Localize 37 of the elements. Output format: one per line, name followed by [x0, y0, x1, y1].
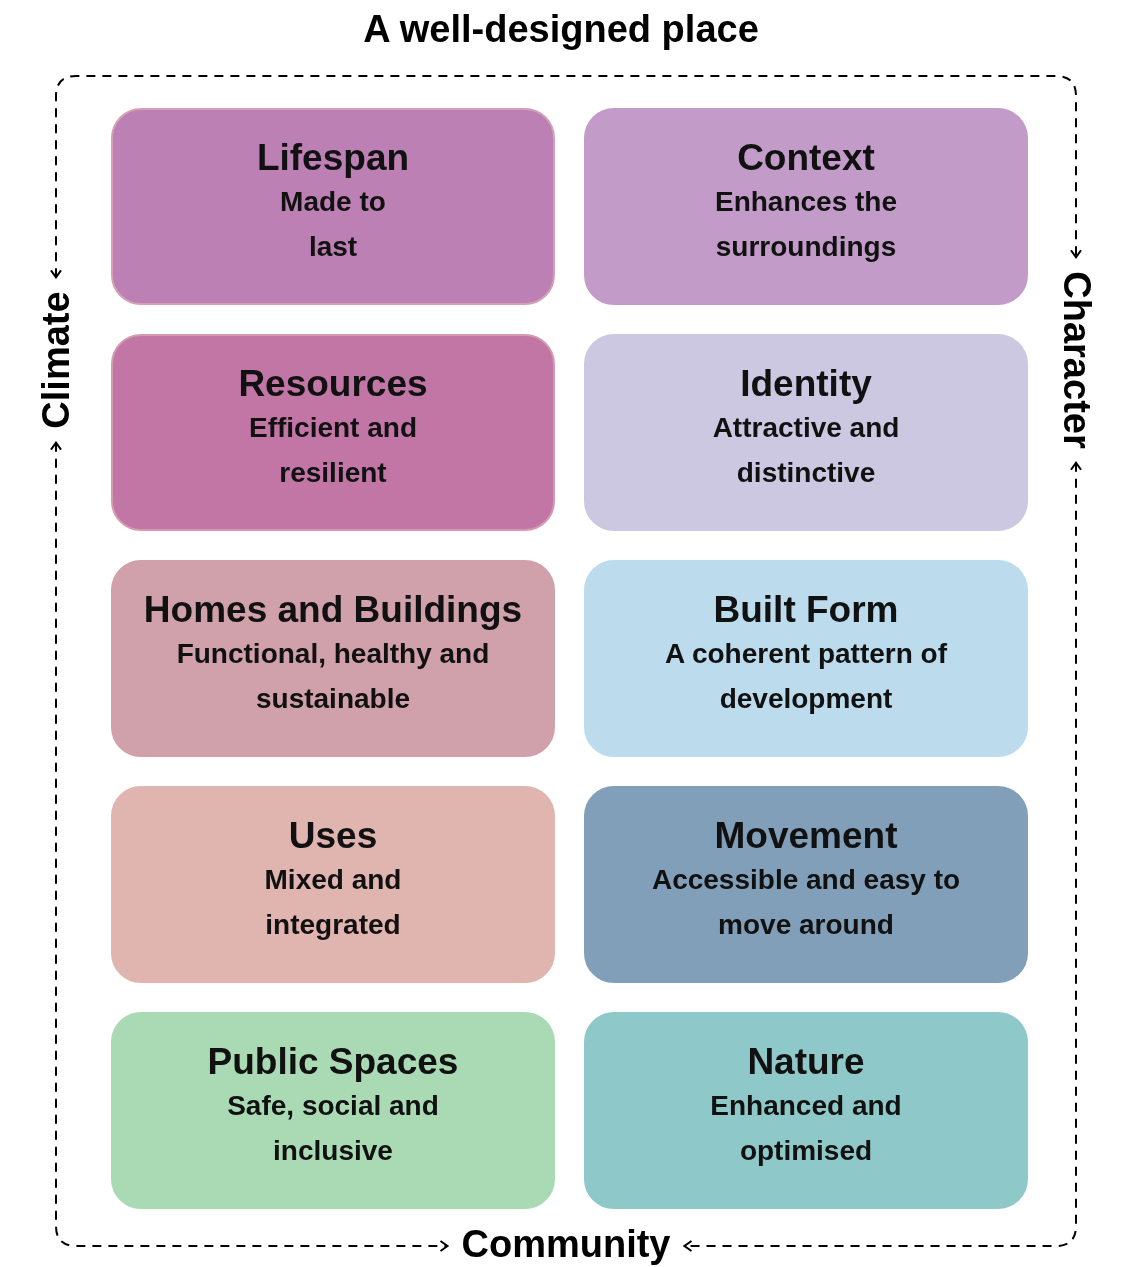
card-description: A coherent pattern of development	[663, 636, 949, 716]
card-heading: Lifespan	[256, 135, 410, 180]
card-description: Enhanced and optimised	[709, 1088, 903, 1168]
principle-card	[111, 1012, 555, 1209]
card-heading: Movement	[714, 813, 898, 858]
card-description: Enhances the surroundings	[713, 184, 899, 264]
principle-card	[111, 560, 555, 757]
principle-card	[584, 786, 1028, 983]
principle-card	[111, 334, 555, 531]
side-label: Climate	[34, 291, 78, 429]
dashed-arrow	[50, 75, 1082, 279]
card-description: Attractive and distinctive	[711, 410, 901, 490]
card-heading: Uses	[288, 813, 378, 858]
card-description: Efficient and resilient	[248, 410, 418, 490]
card-heading: Context	[737, 135, 875, 180]
principle-card	[111, 786, 555, 983]
principle-card	[584, 560, 1028, 757]
card-heading: Resources	[238, 361, 428, 406]
card-heading: Nature	[747, 1039, 865, 1084]
card-heading: Identity	[740, 361, 872, 406]
dashed-arrow	[683, 461, 1082, 1252]
principle-card	[111, 108, 555, 305]
card-description: Functional, healthy and sustainable	[175, 636, 491, 716]
dashed-arrow	[50, 441, 449, 1252]
card-heading: Homes and Buildings	[143, 587, 523, 632]
principle-card	[584, 334, 1028, 531]
card-description: Safe, social and inclusive	[226, 1088, 440, 1168]
card-description: Accessible and easy to move around	[650, 862, 962, 942]
side-label: Community	[461, 1222, 671, 1266]
diagram-title: A well-designed place	[363, 8, 759, 51]
card-description: Made to last	[279, 184, 387, 264]
card-description: Mixed and integrated	[263, 862, 403, 942]
side-label: Character	[1054, 271, 1098, 449]
principle-card	[584, 1012, 1028, 1209]
card-heading: Built Form	[713, 587, 899, 632]
principle-card	[584, 108, 1028, 305]
card-heading: Public Spaces	[207, 1039, 459, 1084]
